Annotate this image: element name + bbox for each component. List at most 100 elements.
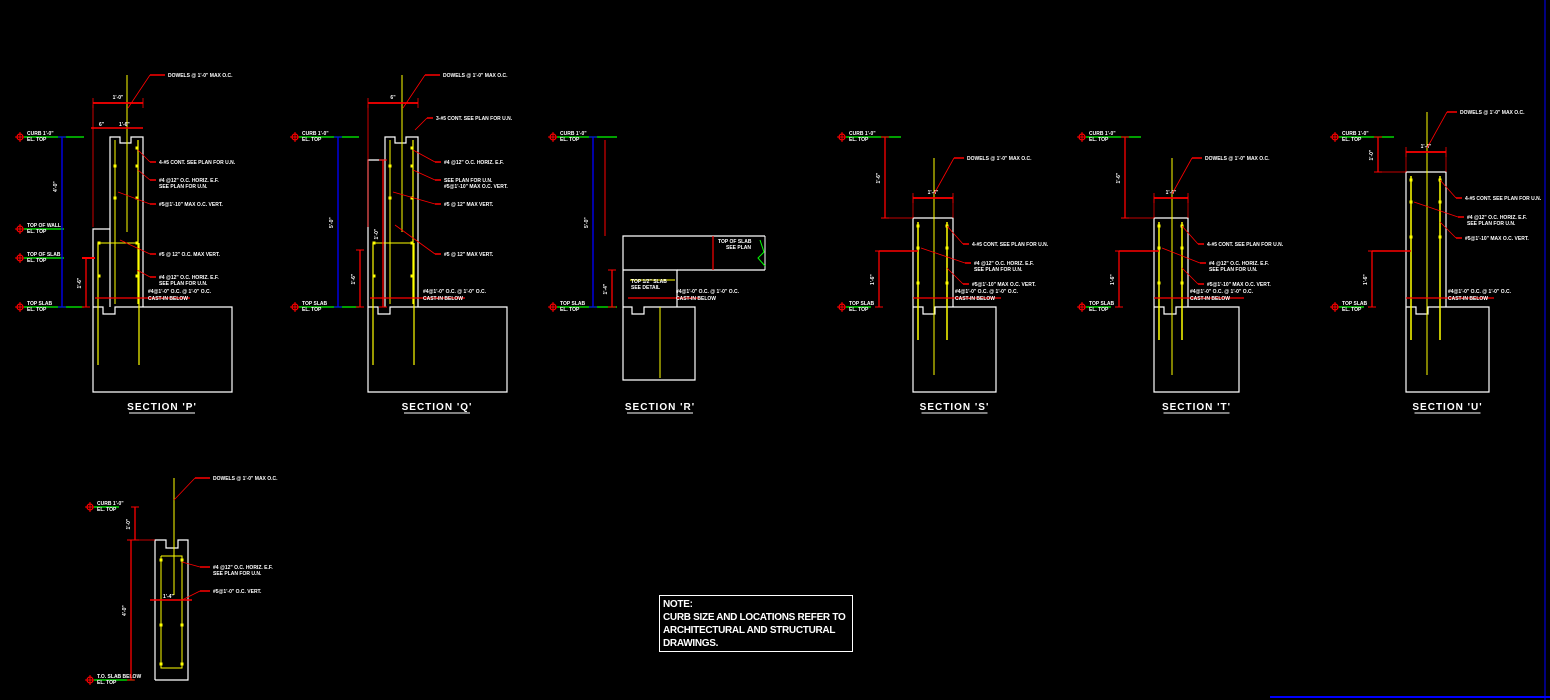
dimension-label: 1'-4" xyxy=(603,283,609,294)
level-label: CURB 1'-0" xyxy=(27,131,54,137)
dimension-label: 1'-6" xyxy=(870,274,876,285)
callout-label: #4@1'-0" O.C. @ 1'-0" O.C. xyxy=(676,289,740,295)
level-label: EL. TOP xyxy=(97,680,117,686)
callout-label: #5@1'-10" MAX O.C. VERT. xyxy=(444,184,508,190)
level-label: TOP OF SLAB xyxy=(27,252,61,258)
section-title: SECTION 'S' xyxy=(920,402,990,413)
callout-label: #5@1'-10" MAX O.C. VERT. xyxy=(1207,282,1271,288)
rebar-dot xyxy=(1438,235,1442,239)
callout-label: #5 @ 12" MAX VERT. xyxy=(444,252,494,258)
rebar-dot xyxy=(388,164,392,168)
wall-outline xyxy=(384,136,419,307)
leader-line xyxy=(117,191,151,205)
leader-line xyxy=(136,269,151,278)
general-note-box: NOTE: CURB SIZE AND LOCATIONS REFER TO A… xyxy=(659,595,853,652)
callout-label: #5@1'-0" O.C. VERT. xyxy=(213,589,262,595)
leader-line xyxy=(412,169,436,181)
note-line: DRAWINGS. xyxy=(663,638,719,649)
section-title: SECTION 'Q' xyxy=(402,402,473,413)
rebar-dot xyxy=(1409,200,1413,204)
dowel-label: DOWELS @ 1'-0" MAX O.C. xyxy=(967,156,1032,162)
level-label: EL. TOP xyxy=(97,507,117,513)
dimension-label: 1'-4" xyxy=(163,594,174,600)
level-label: EL. TOP xyxy=(1089,307,1109,313)
callout-label: #5@1'-10" MAX O.C. VERT. xyxy=(972,282,1036,288)
callout-label: SEE PLAN FOR U.N. xyxy=(974,267,1023,273)
leader-line xyxy=(402,74,426,109)
rebar-dot xyxy=(1157,281,1161,285)
callout-label: SEE PLAN FOR U.N. xyxy=(159,281,208,287)
curb-outline xyxy=(1153,217,1189,307)
level-label: EL. TOP xyxy=(27,258,47,264)
leader-line xyxy=(412,149,436,163)
dimension-label: 6" xyxy=(99,122,105,128)
dimension-label: 1'-6" xyxy=(119,122,130,128)
leader-line xyxy=(137,149,151,163)
callout-label: #5 @ 12" O.C. MAX VERT. xyxy=(159,252,220,258)
rebar-dot xyxy=(388,196,392,200)
slab-note: SEE PLAN xyxy=(726,245,751,251)
level-label: TOP SLAB xyxy=(1342,301,1367,307)
callout-label: #4@1'-0" O.C. @ 1'-0" O.C. xyxy=(1190,289,1254,295)
level-label: EL. TOP xyxy=(560,137,580,143)
leader-line xyxy=(946,267,964,285)
slab-outline xyxy=(622,235,765,307)
callout-label: #4 @12" O.C. HORIZ. E.F. xyxy=(974,261,1034,267)
rebar-dot xyxy=(135,164,139,168)
callout-label: CAST-IN BELOW xyxy=(1448,296,1488,302)
rebar-dot xyxy=(97,274,101,278)
level-label: TOP SLAB xyxy=(560,301,585,307)
level-label: CURB 1'-0" xyxy=(560,131,587,137)
level-label: CURB 1'-0" xyxy=(1342,131,1369,137)
rebar-dot xyxy=(1180,281,1184,285)
dowel-label: DOWELS @ 1'-0" MAX O.C. xyxy=(213,476,278,482)
dimension-label: 1'-6" xyxy=(876,172,882,183)
leader-line xyxy=(181,590,201,601)
rebar-dot xyxy=(410,196,414,200)
dimension-label: 1'-6" xyxy=(1116,172,1122,183)
rebar-dot xyxy=(410,164,414,168)
callout-label: TOP 1/2" SLAB xyxy=(631,279,667,285)
leader-line xyxy=(946,225,964,245)
leader-line xyxy=(394,224,436,255)
rebar-dot xyxy=(916,281,920,285)
callout-label: CAST-IN BELOW xyxy=(148,296,188,302)
callout-label: #5@1'-10" MAX O.C. VERT. xyxy=(159,202,223,208)
callout-label: SEE PLAN FOR U.N. xyxy=(213,571,262,577)
rebar-dot xyxy=(113,196,117,200)
dimension-label: 1'-6" xyxy=(77,277,83,288)
rebar-dot xyxy=(372,241,376,245)
level-label: CURB 1'-0" xyxy=(849,131,876,137)
callout-label: SEE PLAN FOR U.N. xyxy=(1467,221,1516,227)
wall-outline xyxy=(109,136,144,307)
leader-line xyxy=(181,561,201,568)
rebar-dot xyxy=(159,558,163,562)
slab-note: TOP OF SLAB xyxy=(718,239,752,245)
curb-outline xyxy=(912,217,954,307)
dimension-label: 1'-4" xyxy=(928,190,939,196)
callout-label: 4-#5 CONT. SEE PLAN FOR U.N. xyxy=(1465,196,1542,202)
rebar-dot xyxy=(1409,235,1413,239)
rebar-dot xyxy=(410,274,414,278)
leader-line xyxy=(119,239,151,255)
note-line: CURB SIZE AND LOCATIONS REFER TO xyxy=(663,612,846,623)
rebar-dot xyxy=(135,196,139,200)
note-line: ARCHITECTURAL AND STRUCTURAL xyxy=(663,625,836,636)
level-label: CURB 1'-0" xyxy=(302,131,329,137)
dowel-label: DOWELS @ 1'-0" MAX O.C. xyxy=(1205,156,1270,162)
level-label: EL. TOP xyxy=(849,307,869,313)
rebar-dot xyxy=(945,246,949,250)
rebar-dot xyxy=(1157,224,1161,228)
callout-label: #4@1'-0" O.C. @ 1'-0" O.C. xyxy=(955,289,1019,295)
leader-line xyxy=(1171,157,1193,195)
rebar-dot xyxy=(945,281,949,285)
section-title: SECTION 'T' xyxy=(1162,402,1231,413)
rebar-dot xyxy=(135,241,139,245)
level-label: EL. TOP xyxy=(1342,307,1362,313)
leader-line xyxy=(1439,179,1457,199)
dimension-label: 4'-0" xyxy=(53,181,59,192)
dowel-label: DOWELS @ 1'-0" MAX O.C. xyxy=(443,73,508,79)
level-label: TOP OF WALL xyxy=(27,223,61,229)
leader-line xyxy=(933,157,955,195)
wall-step-outline xyxy=(92,228,110,307)
